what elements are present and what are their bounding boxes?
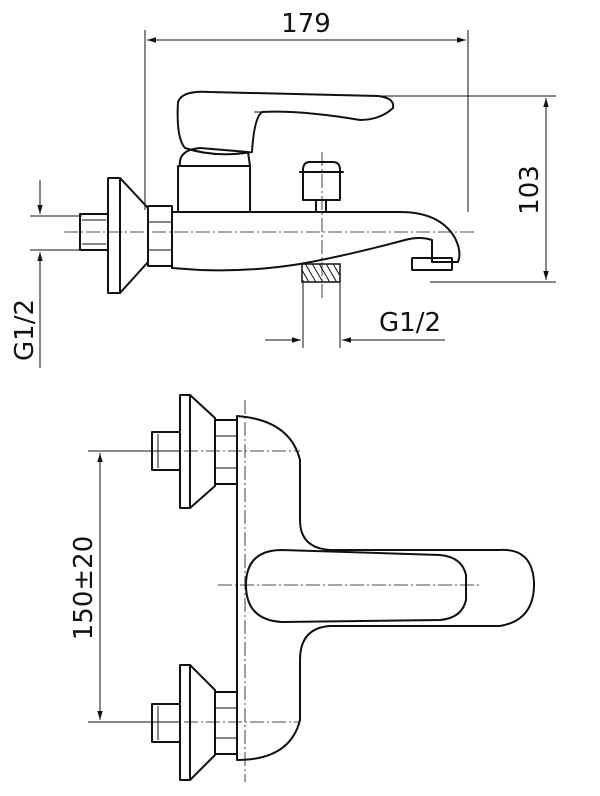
lever-handle-side bbox=[176, 90, 395, 156]
dimension-overall-height: 103 bbox=[380, 95, 556, 283]
cartridge-housing bbox=[177, 147, 251, 213]
hex-nut-side bbox=[147, 205, 173, 267]
inlet-spacing-label: 150±20 bbox=[69, 536, 99, 641]
dimension-overall-width: 179 bbox=[144, 9, 469, 212]
dimension-outlet-thread: G1/2 bbox=[265, 280, 445, 348]
side-view: 179 103 G1/2 G1/2 bbox=[10, 9, 556, 368]
lever-handle-front bbox=[245, 549, 467, 623]
outlet-thread bbox=[301, 263, 341, 283]
front-view: 150±20 bbox=[69, 394, 536, 782]
dimension-inlet-thread: G1/2 bbox=[10, 180, 82, 368]
dimension-inlet-spacing: 150±20 bbox=[69, 450, 180, 723]
outlet-thread-label: G1/2 bbox=[379, 308, 441, 338]
inlet-thread-label: G1/2 bbox=[10, 299, 40, 361]
mixer-body-front bbox=[236, 415, 536, 761]
mixer-body-side bbox=[171, 211, 461, 283]
diverter-knob bbox=[299, 161, 344, 213]
overall-width-label: 179 bbox=[281, 9, 331, 39]
wall-flange-side bbox=[79, 177, 149, 294]
overall-height-label: 103 bbox=[515, 165, 545, 215]
